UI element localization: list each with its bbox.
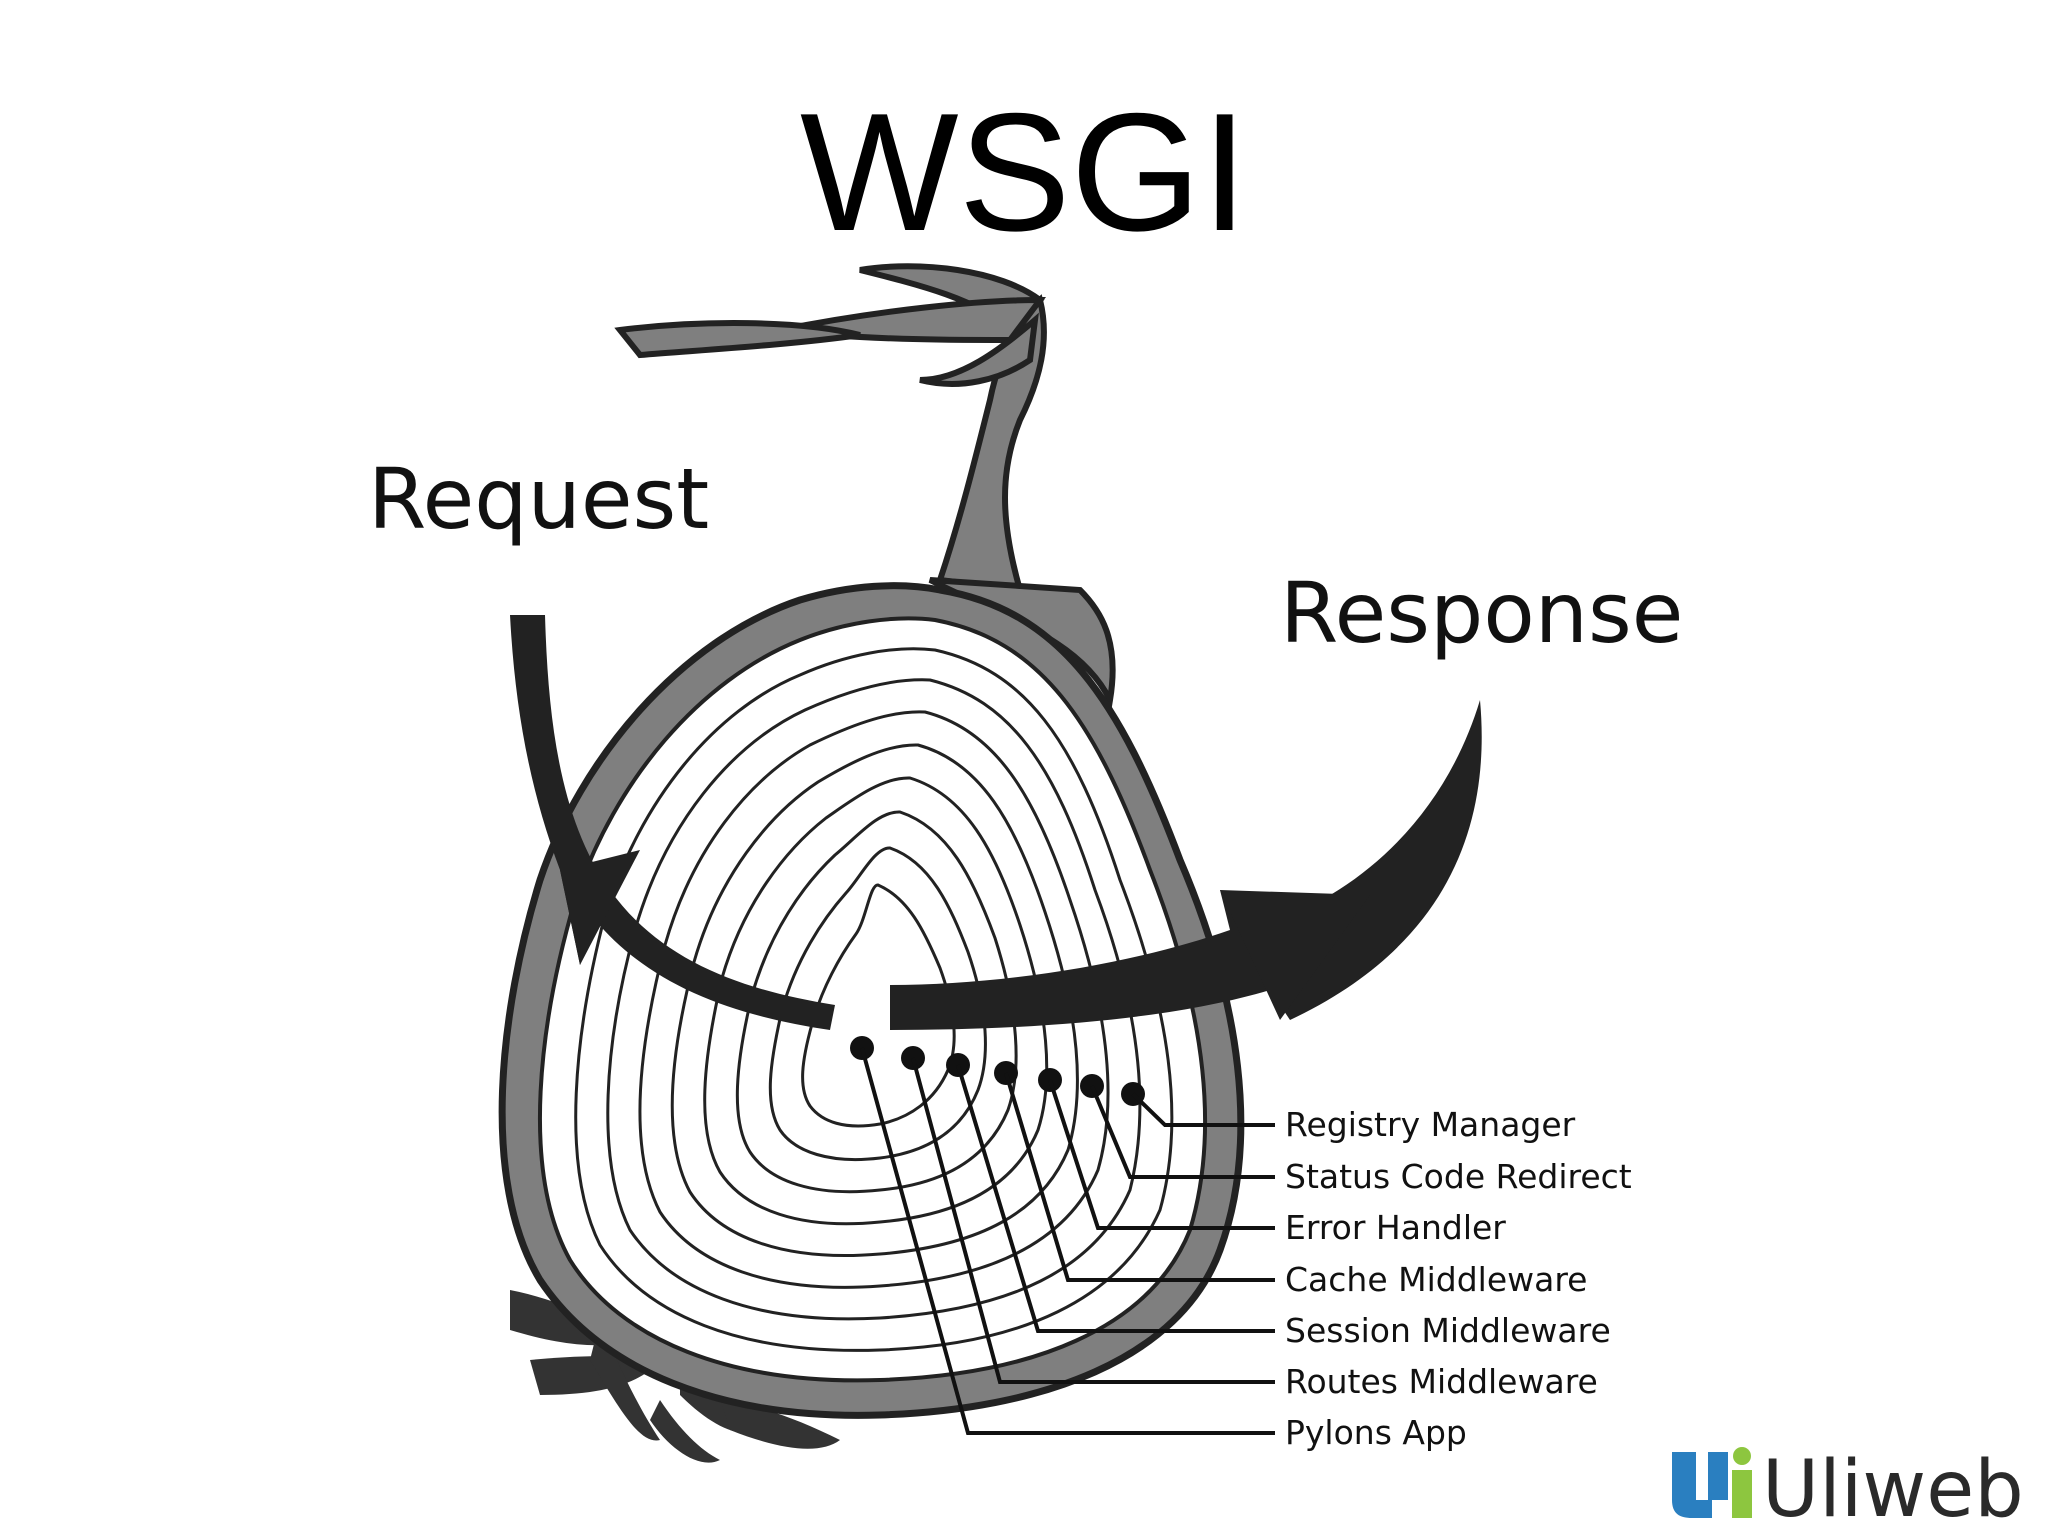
onion-rings <box>574 647 1174 1352</box>
uliweb-logo: Uliweb <box>1672 1445 2024 1535</box>
layer-label-error-handler: Error Handler <box>1285 1208 1506 1247</box>
layer-label-status-code-redirect: Status Code Redirect <box>1285 1157 1632 1196</box>
response-label: Response <box>1280 564 1683 662</box>
onion-inner-flesh <box>538 616 1208 1383</box>
layer-leader-lines <box>860 1047 1275 1435</box>
uliweb-logo-text: Uliweb <box>1762 1445 2024 1535</box>
onion-stem <box>614 263 1116 710</box>
layer-label-session-middleware: Session Middleware <box>1285 1311 1611 1350</box>
layer-label-cache-middleware: Cache Middleware <box>1285 1260 1587 1299</box>
response-arrow <box>890 700 1482 1030</box>
request-label: Request <box>368 450 709 548</box>
layer-label-registry-manager: Registry Manager <box>1285 1105 1576 1144</box>
layer-label-routes-middleware: Routes Middleware <box>1285 1362 1598 1401</box>
slide-title: WSGI <box>800 78 1248 266</box>
uliweb-logo-mark <box>1672 1447 1752 1518</box>
layer-label-pylons-app: Pylons App <box>1285 1413 1467 1452</box>
request-arrow <box>510 615 835 1030</box>
